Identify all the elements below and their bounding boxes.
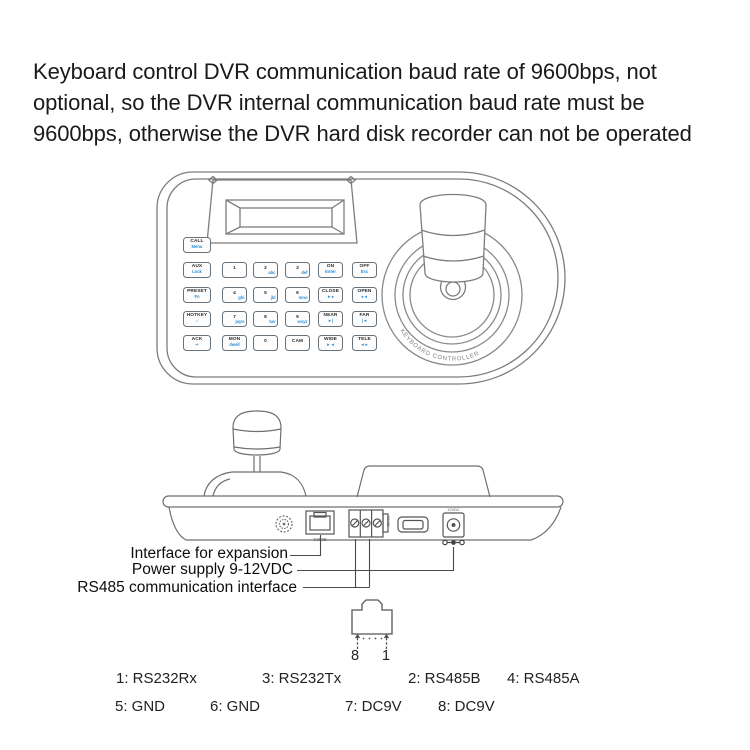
key-main-label: 1 xyxy=(233,266,236,272)
key-main-label: ON xyxy=(326,264,335,270)
key-sub-label: Lock xyxy=(192,269,202,275)
key-main-label: 4 xyxy=(233,291,236,297)
pin-assignment-2: 2: RS485B xyxy=(408,670,481,687)
key-main-label: ACK xyxy=(191,337,203,343)
key-sub-label: Fn xyxy=(194,294,200,300)
key-main-label: HOTKEY xyxy=(186,313,208,319)
key-main-label: 2 xyxy=(264,266,267,272)
key-sub-label: ►| xyxy=(327,318,334,324)
key-main-label: AUX xyxy=(191,264,203,270)
key-sub-label: ►● xyxy=(327,294,334,300)
key-main-label: 0 xyxy=(264,339,267,345)
key-sub-label: ☼ xyxy=(195,318,199,324)
key-main-label: CLOSE xyxy=(321,289,340,295)
key-sub-label: mno xyxy=(298,295,308,301)
key-sub-label: ghi xyxy=(238,295,245,301)
key-ack: ACK↵ xyxy=(183,335,211,351)
key-main-label: 3 xyxy=(296,266,299,272)
key-close: CLOSE►● xyxy=(318,287,343,303)
key-main-label: OFF xyxy=(359,264,370,270)
key-main-label: NEAR xyxy=(323,313,338,319)
header-line-2: optional, so the DVR internal communicat… xyxy=(33,90,645,115)
key-sub-label: wxyz xyxy=(297,319,308,325)
key-main-label: 6 xyxy=(296,291,299,297)
key-main-label: 7 xyxy=(233,315,236,321)
key-sub-label: ●◄ xyxy=(361,294,368,300)
key-cam: CAM xyxy=(285,335,310,351)
key-sub-label: Enter xyxy=(325,269,336,275)
key-main-label: OPEN xyxy=(357,289,372,295)
key-sub-label: ►◄ xyxy=(326,342,335,348)
key-main-label: 5 xyxy=(264,291,267,297)
key-main-label: CAM xyxy=(291,339,304,345)
key-main-label: PRESET xyxy=(187,289,207,295)
header-line-1: Keyboard control DVR communication baud … xyxy=(33,59,657,84)
key-main-label: 8 xyxy=(264,315,267,321)
key-sub-label: Esc xyxy=(360,269,369,275)
key-1: 1 xyxy=(222,262,247,278)
pin-assignment-5: 5: GND xyxy=(115,698,166,715)
header-text: Keyboard control DVR communication baud … xyxy=(33,56,743,149)
key-sub-label: tuv xyxy=(269,319,276,325)
key-open: OPEN●◄ xyxy=(352,287,377,303)
label-interface-for-expansion: Interface for expansion xyxy=(130,545,288,562)
pin-assignment-3: 3: RS232Tx xyxy=(262,670,342,687)
pin-assignment-7: 7: DC9V xyxy=(345,698,402,715)
key-sub-label: abc xyxy=(268,270,276,276)
label-rs485-interface: RS485 communication interface xyxy=(77,579,297,596)
key-sub-label: pqrs xyxy=(235,319,245,325)
key-far: FAR|◄ xyxy=(352,311,377,327)
header-line-3: 9600bps, otherwise the DVR hard disk rec… xyxy=(33,121,692,146)
key-sub-label: def xyxy=(301,270,308,276)
label-power-supply: Power supply 9-12VDC xyxy=(131,561,293,578)
key-main-label: WIDE xyxy=(324,337,337,343)
key-main-label: FAR xyxy=(359,313,370,319)
key-sub-label: dwell xyxy=(229,342,240,348)
key-sub-label: |◄ xyxy=(361,318,368,324)
key-main-label: CALL xyxy=(190,239,204,245)
key-main-label: MON xyxy=(228,337,241,343)
pin-assignment-6: 6: GND xyxy=(210,698,261,715)
pin-assignment-8: 8: DC9V xyxy=(438,698,495,715)
key-sub-label: jkl xyxy=(270,295,276,301)
pin-assignment-4: 4: RS485A xyxy=(507,670,580,687)
key-sub-label: ↵ xyxy=(195,342,199,348)
pin-assignment-1: 1: RS232Rx xyxy=(116,670,197,687)
key-sub-label: Menu xyxy=(191,244,203,250)
key-sub-label: ◄► xyxy=(360,342,369,348)
key-main-label: 9 xyxy=(296,315,299,321)
key-wide: WIDE►◄ xyxy=(318,335,343,351)
key-hotkey: HOTKEY☼ xyxy=(183,311,211,327)
key-main-label: TELE xyxy=(358,337,371,343)
key-tele: TELE◄► xyxy=(352,335,377,351)
key-near: NEAR►| xyxy=(318,311,343,327)
key-0: 0 xyxy=(253,335,278,351)
